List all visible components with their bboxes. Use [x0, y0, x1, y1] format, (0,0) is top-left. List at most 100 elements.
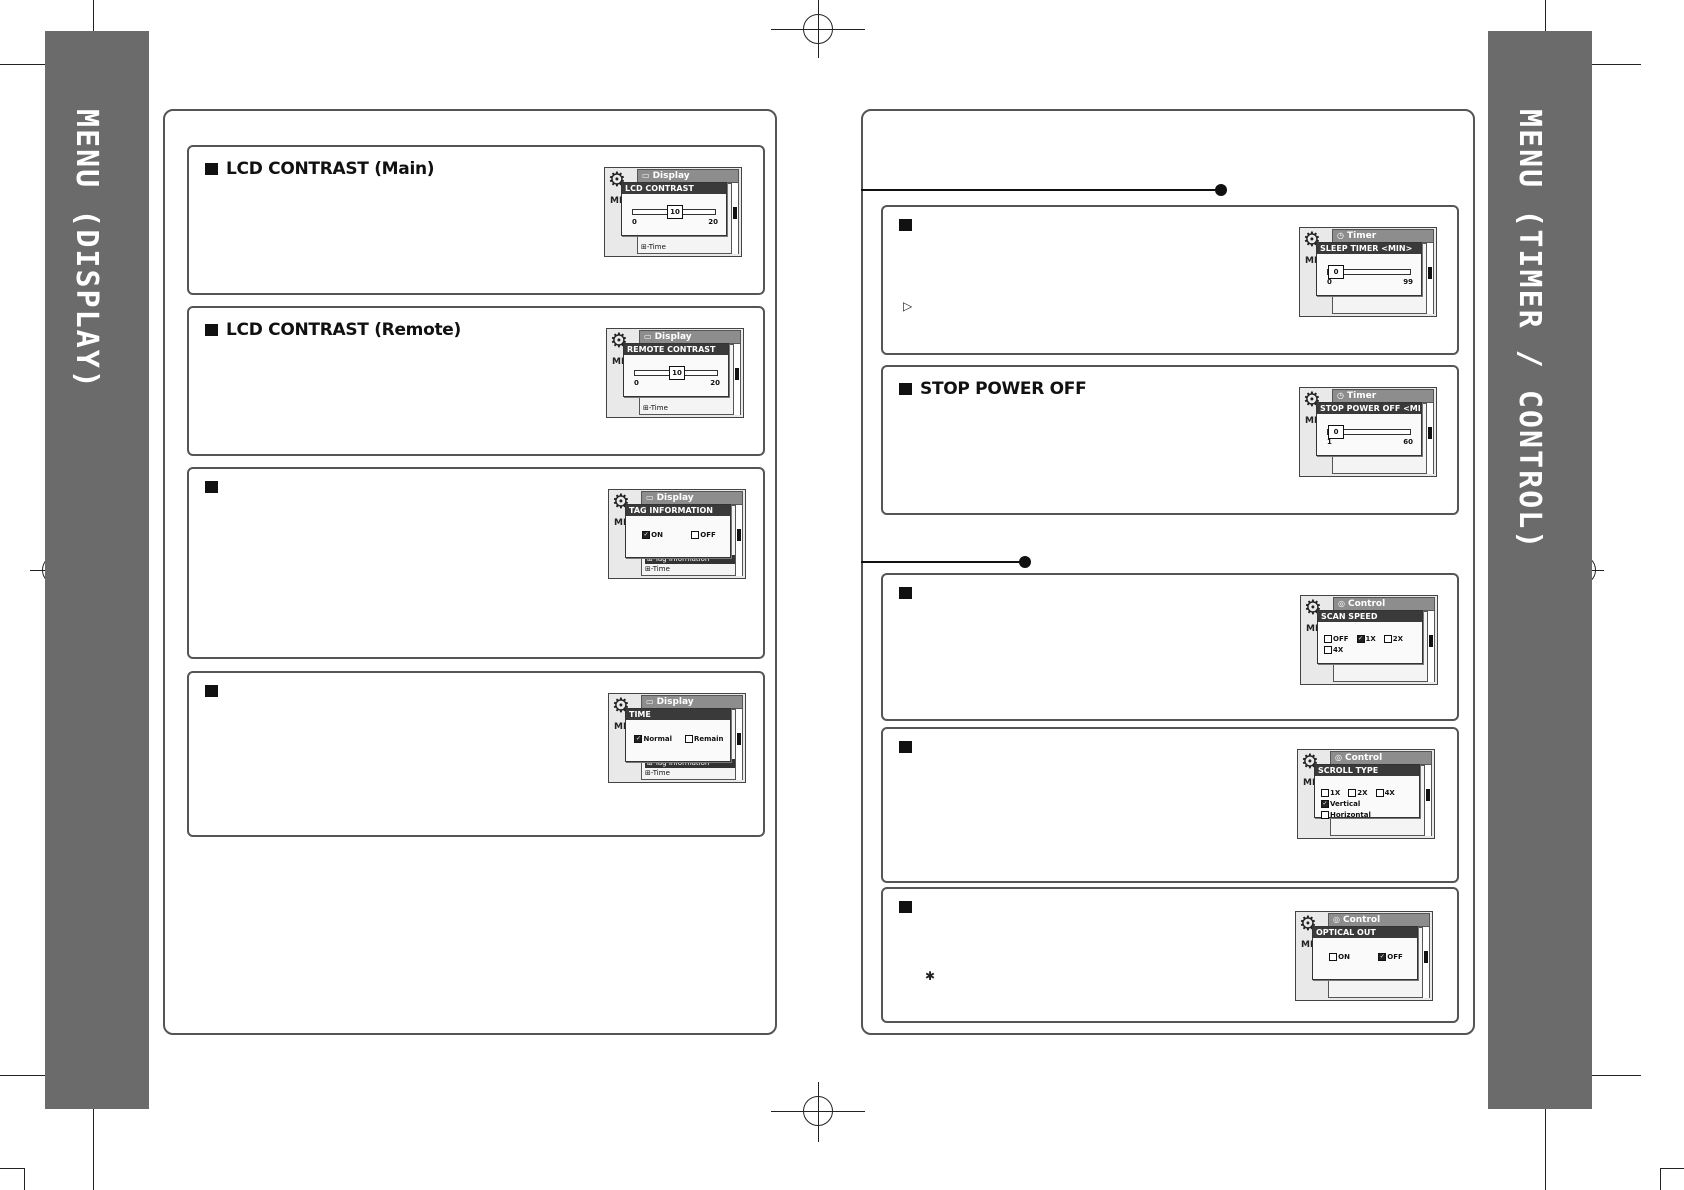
- checkbox-checked-icon: ✓: [1321, 800, 1329, 808]
- checkbox-icon: [1348, 789, 1357, 797]
- popup-title: STOP POWER OFF <MIN>: [1317, 403, 1421, 414]
- checkbox-checked-icon: ✓: [1378, 953, 1387, 961]
- menu-category-icon: ▭: [644, 332, 652, 341]
- menu-header: ▭Display: [641, 695, 743, 709]
- menu-side-label: ME: [612, 357, 628, 367]
- triangle-marker-icon: ▷: [903, 299, 913, 313]
- section-dot-icon: [1215, 184, 1227, 196]
- menu-title: Display: [652, 171, 690, 181]
- popup-title: TAG INFORMATION: [626, 505, 730, 516]
- left-sidebar: MENU (DISPLAY): [45, 31, 149, 1109]
- crop-mark: [0, 1075, 80, 1076]
- popup-title: SCAN SPEED: [1318, 611, 1422, 622]
- slider-knob: 10: [667, 205, 683, 219]
- menu-category-icon: ◎: [1335, 753, 1342, 762]
- section-heading: STOP POWER OFF: [899, 379, 1087, 399]
- menu-category-icon: ◷: [1337, 391, 1344, 400]
- option-label: OFF: [700, 531, 716, 539]
- option-off: ✓OFF: [1378, 953, 1403, 961]
- option-label: 1X: [1365, 635, 1376, 643]
- slider-max-label: 20: [710, 379, 720, 387]
- slider-track: 0: [1327, 425, 1411, 439]
- section-heading: [899, 219, 920, 231]
- menu-header: ◎Control: [1328, 913, 1430, 927]
- scrollbar-thumb: [737, 529, 741, 541]
- menu-category-icon: ▭: [646, 697, 654, 706]
- scrollbar: [735, 505, 742, 576]
- scrollbar-thumb: [1429, 635, 1433, 647]
- option-label: Vertical: [1330, 800, 1361, 808]
- popup-title: SLEEP TIMER <MIN>: [1317, 243, 1421, 254]
- crop-mark: [1555, 64, 1641, 65]
- menu-title: Control: [1342, 915, 1381, 925]
- square-bullet-icon: [205, 324, 218, 336]
- menu-header: ◎Control: [1333, 597, 1435, 611]
- slider-knob: 0: [1328, 425, 1344, 439]
- menu-header: ◎Control: [1330, 751, 1432, 765]
- menu-category-icon: ◎: [1333, 915, 1340, 924]
- crop-mark: [1660, 1168, 1661, 1190]
- scrollbar: [1422, 927, 1429, 998]
- menu-list-item: ⊞-Tag Information: [645, 759, 735, 768]
- scrollbar: [733, 344, 740, 415]
- option-vertical: ✓Vertical: [1321, 800, 1360, 808]
- checkbox-icon: [1324, 646, 1332, 654]
- slider-max-label: 20: [708, 218, 718, 226]
- menu-side-label: ME: [1305, 416, 1321, 426]
- checkbox-checked-icon: ✓: [642, 531, 651, 539]
- scrollbar-thumb: [1428, 427, 1432, 439]
- scrollbar-thumb: [735, 368, 739, 380]
- scrollbar-thumb: [1426, 789, 1430, 801]
- menu-side-label: ME: [1306, 624, 1322, 634]
- popup-title: LCD CONTRAST: [622, 183, 726, 194]
- menu-header: ▭Display: [641, 491, 743, 505]
- popup-title: SCROLL TYPE: [1315, 765, 1419, 776]
- section-heading: LCD CONTRAST (Remote): [205, 320, 461, 340]
- menu-list-item: ⊞-Time: [643, 404, 668, 412]
- option-1x: ✓1X: [1356, 635, 1376, 643]
- checkbox-checked-icon: ✓: [634, 735, 643, 743]
- section-heading: [899, 587, 920, 599]
- menu-side-label: ME: [1301, 940, 1317, 950]
- scrollbar: [1426, 243, 1433, 314]
- crop-mark: [1545, 1086, 1546, 1190]
- checkbox-icon: [1383, 635, 1392, 643]
- checkbox-checked-icon: ✓: [1356, 635, 1365, 643]
- option-off: OFF: [691, 531, 716, 539]
- option-4x: 4X: [1324, 646, 1343, 654]
- section-divider: [861, 561, 1023, 563]
- square-bullet-icon: [899, 219, 912, 231]
- option-label: 4X: [1384, 789, 1395, 797]
- menu-title: Display: [656, 493, 694, 503]
- slider-min-label: 0: [634, 379, 639, 387]
- square-bullet-icon: [899, 383, 912, 395]
- scrollbar-thumb: [737, 733, 741, 745]
- slider-min-label: 0: [632, 218, 637, 226]
- section-title: LCD CONTRAST (Main): [226, 159, 435, 179]
- registration-line: [818, 1082, 819, 1142]
- menu-category-icon: ▭: [642, 171, 650, 180]
- checkbox-icon: [1329, 953, 1338, 961]
- scrollbar-thumb: [1428, 267, 1432, 279]
- option-label: 2X: [1392, 635, 1404, 643]
- menu-list-item: ⊞-Time: [645, 565, 670, 573]
- square-bullet-icon: [205, 685, 218, 697]
- menu-title: Display: [654, 332, 692, 342]
- crop-mark: [24, 1168, 25, 1190]
- section-heading: [899, 741, 920, 753]
